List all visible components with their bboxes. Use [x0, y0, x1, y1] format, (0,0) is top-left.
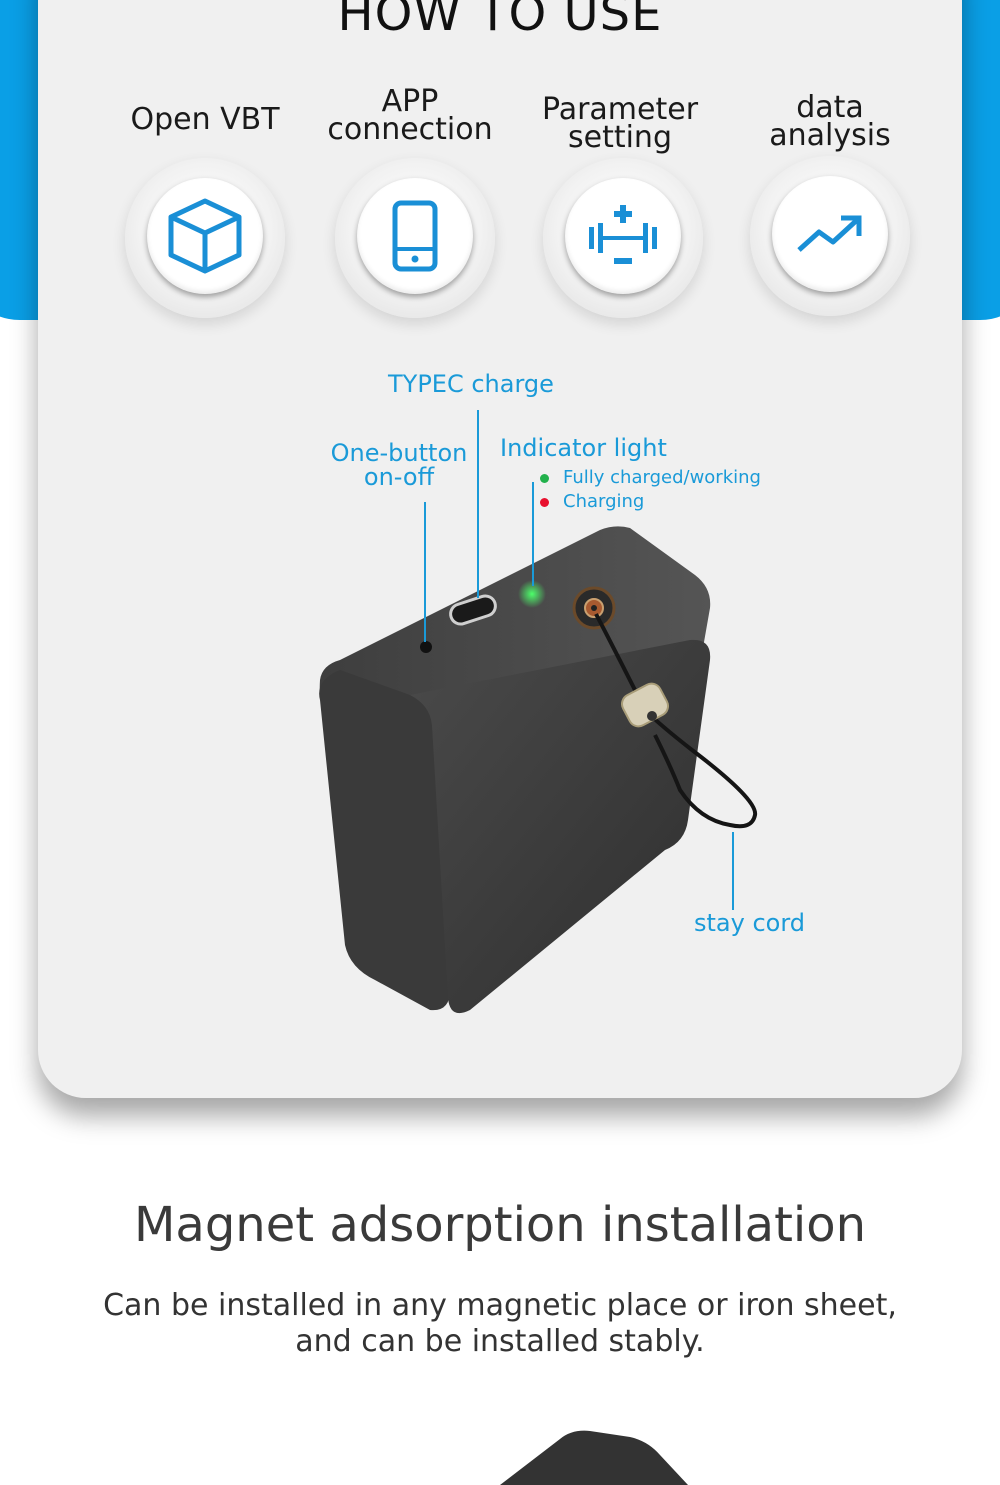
step-label-line2: setting: [567, 120, 672, 155]
phone-icon: [357, 178, 473, 294]
stay-cord-label: stay cord: [694, 909, 806, 937]
magnet-desc-line2: and can be installed stably.: [295, 1324, 705, 1359]
cube-icon: [147, 178, 263, 294]
settings-plus-minus-icon: [565, 178, 681, 294]
typec-callout-line: [477, 410, 479, 598]
led-state-fully-charged: Fully charged/working: [540, 467, 761, 488]
magnet-section-title: Magnet adsorption installation: [133, 1197, 867, 1253]
power-button-callout-line: [424, 502, 426, 642]
trend-up-icon: [772, 176, 888, 292]
indicator-callout-line: [532, 482, 534, 586]
led-state-text: Charging: [563, 491, 645, 512]
led-state-charging: Charging: [540, 491, 644, 512]
magnet-section-description: Can be installed in any magnetic place o…: [100, 1288, 900, 1360]
green-dot-icon: [540, 473, 549, 483]
vbt-device-image: [319, 526, 758, 1014]
magnet-device-image: [500, 1430, 688, 1485]
stay-cord-callout-line: [732, 832, 734, 910]
typec-charge-label: TYPEC charge: [388, 370, 554, 398]
power-button-label: One-button on-off: [320, 441, 478, 489]
step-label-line2: analysis: [769, 118, 891, 153]
step-label-line1: data: [796, 90, 864, 125]
power-button-label-line2: on-off: [363, 463, 435, 491]
step-label-line1: Parameter: [541, 92, 699, 127]
led-state-text: Fully charged/working: [563, 467, 761, 488]
step-label-line1: APP: [381, 84, 439, 119]
step-label-line2: connection: [327, 112, 493, 147]
power-button-label-line1: One-button: [330, 439, 468, 467]
indicator-light-label: Indicator light: [500, 434, 667, 462]
red-dot-icon: [540, 497, 549, 507]
how-to-use-title: HOW TO USE: [337, 0, 663, 42]
magnet-desc-line1: Can be installed in any magnetic place o…: [103, 1288, 897, 1323]
step-label: Open VBT: [130, 102, 280, 137]
